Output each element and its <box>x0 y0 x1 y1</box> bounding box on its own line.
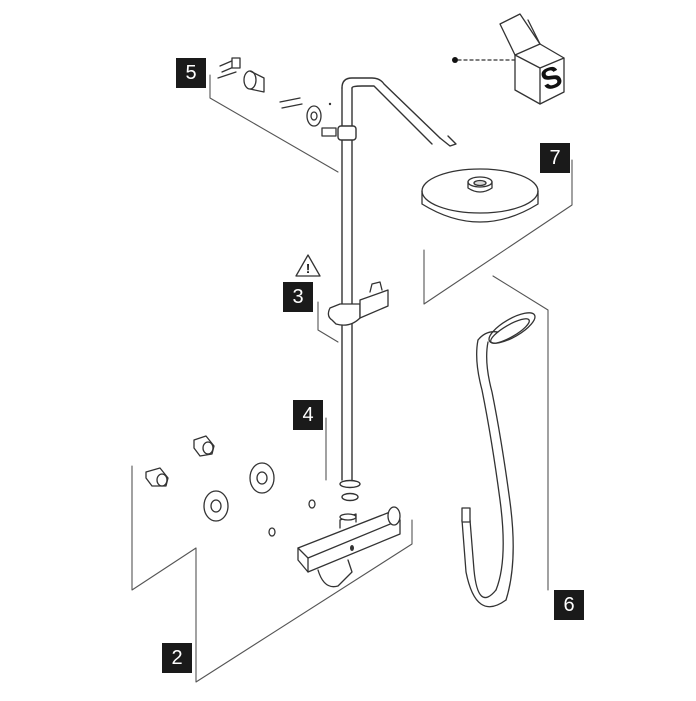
callout-6: 6 <box>554 590 584 620</box>
slider-bracket <box>327 281 389 326</box>
warning-triangle-icon: ! <box>295 254 321 277</box>
section-frames <box>131 74 573 683</box>
callout-2: 2 <box>162 643 192 673</box>
hand-shower-and-hose <box>461 312 536 608</box>
frame-3 <box>317 301 339 343</box>
shower-riser <box>337 77 457 502</box>
overhead-shower-head <box>421 168 539 223</box>
callout-3: 3 <box>283 282 313 312</box>
callout-7: 7 <box>540 143 570 173</box>
frame-2 <box>131 465 413 683</box>
thermostatic-mixer <box>297 506 401 588</box>
wall-mounting-hardware <box>217 57 337 137</box>
mixer-fittings <box>145 435 316 537</box>
callout-5: 5 <box>176 58 206 88</box>
frame-6 <box>492 275 549 591</box>
frame-5 <box>209 74 339 173</box>
callout-4: 4 <box>293 400 323 430</box>
frame-7 <box>423 159 573 305</box>
package-box-icon: S <box>452 13 567 105</box>
warning-glyph: ! <box>306 261 310 276</box>
